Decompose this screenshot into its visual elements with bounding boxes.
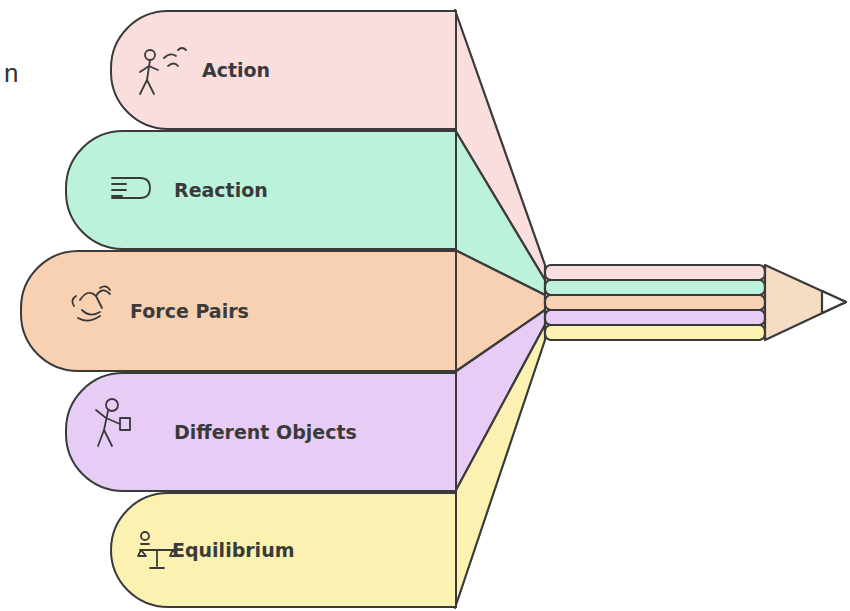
tab-label: Action	[202, 59, 270, 81]
fan-segment	[455, 325, 545, 608]
pencil-tip	[765, 265, 846, 340]
pencil-stripe	[545, 295, 765, 310]
concept-tab: Different Objects	[65, 372, 457, 492]
concept-tab: Force Pairs	[20, 250, 457, 372]
concept-tab: Equilibrium	[110, 492, 457, 608]
pencil-stripe	[545, 280, 765, 295]
pencil-stripe	[545, 325, 765, 340]
tab-label: Equilibrium	[172, 539, 294, 561]
pencil-stripe	[545, 265, 765, 280]
pencil-stripe	[545, 310, 765, 325]
tab-label: Force Pairs	[130, 300, 249, 322]
tab-label: Different Objects	[174, 421, 357, 443]
tab-label: Reaction	[174, 179, 268, 201]
pencil-lead	[822, 291, 846, 313]
concept-tab: Action	[110, 10, 457, 130]
cut-off-label: n	[4, 58, 18, 89]
concept-tab: Reaction	[65, 130, 457, 250]
